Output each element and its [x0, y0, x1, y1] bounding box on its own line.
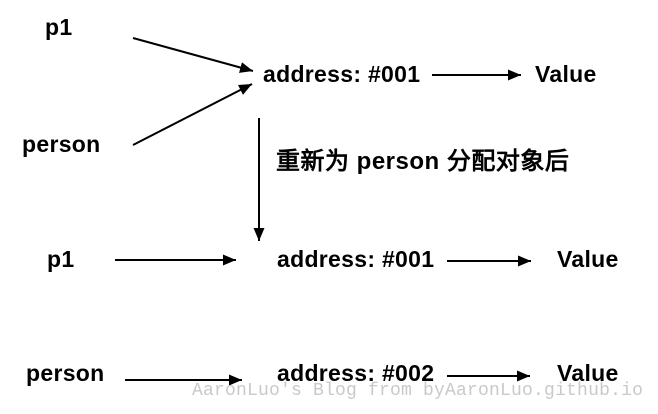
person-label-before: person — [22, 131, 101, 157]
p1-label-before: p1 — [45, 14, 73, 40]
watermark-text: AaronLuo's Blog from byAaronLuo.github.i… — [192, 381, 644, 401]
arrow-person-to-address-001-before — [132, 83, 253, 146]
value-node-person-after: Value — [557, 360, 619, 386]
address-001-node-after: address: #001 — [277, 246, 435, 272]
address-001-node-before: address: #001 — [263, 61, 421, 87]
value-node-before: Value — [535, 61, 597, 87]
transition-caption: 重新为 person 分配对象后 — [276, 148, 570, 175]
p1-label-after: p1 — [47, 246, 75, 272]
value-node-p1-after: Value — [557, 246, 619, 272]
address-002-node-after: address: #002 — [277, 360, 435, 386]
person-label-after: person — [26, 360, 105, 386]
arrow-p1-to-address-001-before — [132, 37, 254, 73]
